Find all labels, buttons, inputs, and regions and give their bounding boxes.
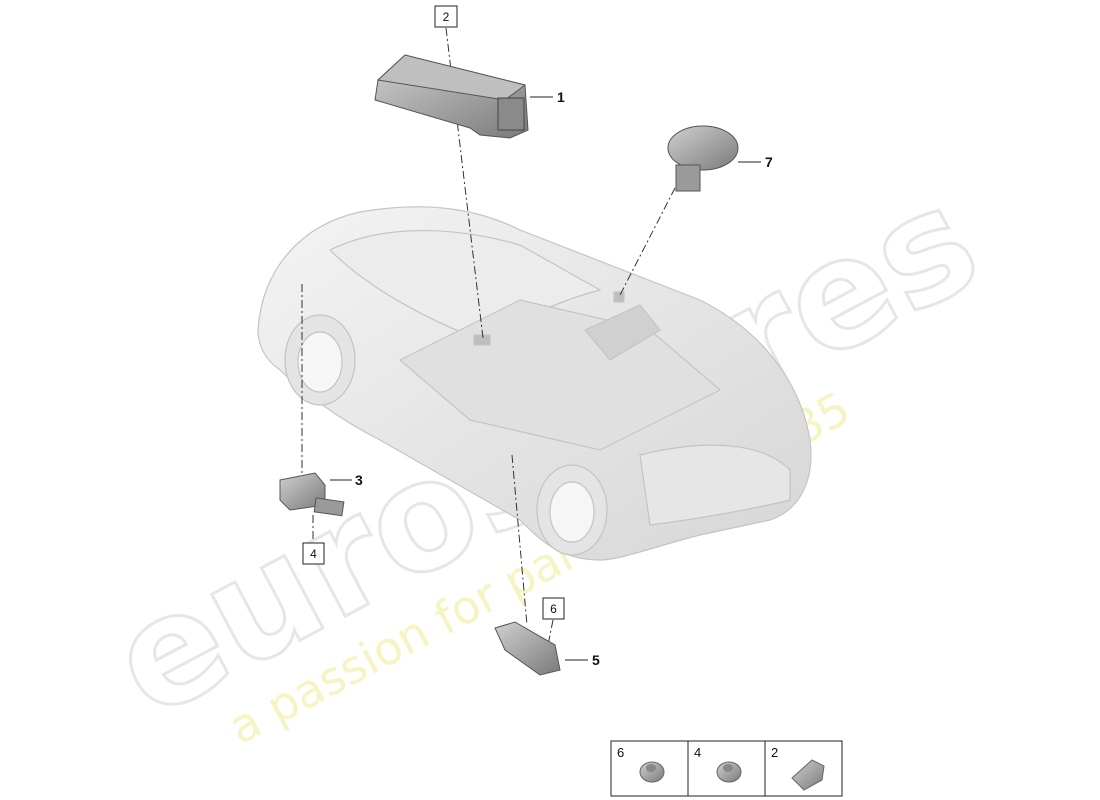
svg-text:2: 2	[771, 745, 778, 760]
threaded-bolt-icon	[791, 759, 825, 791]
callout-7[interactable]: 7	[765, 154, 773, 170]
boxed-callout-6[interactable]: 6	[542, 597, 565, 620]
fastener-cell-6[interactable]: 6	[617, 745, 665, 783]
svg-text:2: 2	[443, 10, 450, 24]
svg-text:6: 6	[617, 745, 624, 760]
callout-1[interactable]: 1	[557, 89, 565, 105]
callout-3[interactable]: 3	[355, 472, 363, 488]
fastener-table: 6 4 2	[610, 740, 843, 797]
svg-text:4: 4	[694, 745, 701, 760]
boxed-callout-4[interactable]: 4	[302, 542, 325, 565]
callout-5[interactable]: 5	[592, 652, 600, 668]
svg-text:4: 4	[310, 547, 317, 561]
flange-nut-icon	[716, 761, 742, 783]
fastener-cell-2[interactable]: 2	[771, 745, 825, 791]
rollover-sensor[interactable]	[667, 125, 739, 192]
fastener-cell-4[interactable]: 4	[694, 745, 742, 783]
crash-sensor-side[interactable]	[494, 621, 561, 676]
flange-nut-icon	[639, 761, 665, 783]
airbag-control-unit[interactable]	[374, 54, 529, 139]
car-illustration	[257, 206, 812, 561]
svg-text:6: 6	[550, 602, 557, 616]
crash-sensor-front[interactable]	[279, 472, 345, 517]
boxed-callout-2[interactable]: 2	[434, 5, 458, 28]
